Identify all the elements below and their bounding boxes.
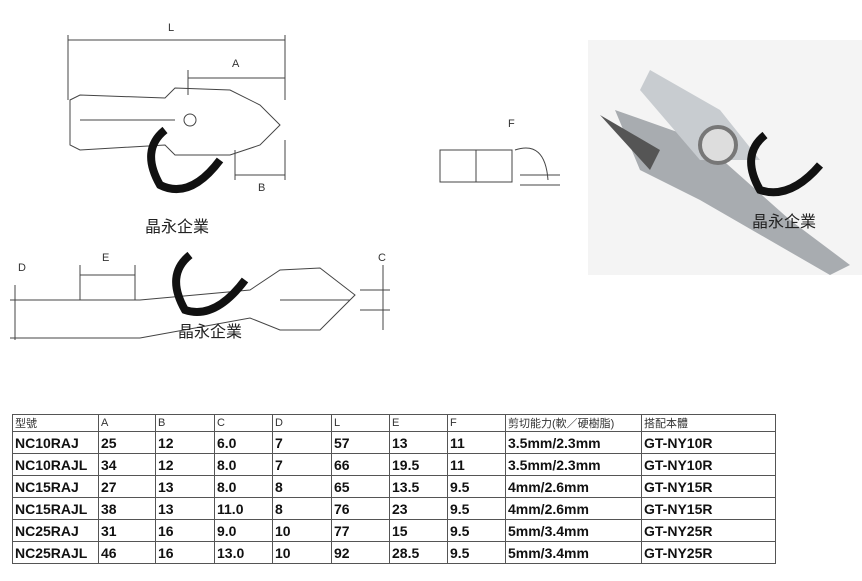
dim-label-b: B (258, 182, 266, 194)
table-cell: NC10RAJ (12, 431, 99, 454)
table-cell: 15 (389, 519, 448, 542)
table-cell: 9.5 (447, 519, 506, 542)
table-cell: 5mm/3.4mm (505, 519, 642, 542)
header-cell: L (331, 414, 390, 432)
technical-drawings (10, 35, 862, 340)
header-cell: A (98, 414, 156, 432)
dim-label-f: F (508, 118, 515, 130)
table-cell: 23 (389, 497, 448, 520)
table-cell: 92 (331, 541, 390, 564)
table-cell: 8.0 (214, 453, 273, 476)
table-cell: 34 (98, 453, 156, 476)
table-cell: 7 (272, 453, 332, 476)
table-cell: 11 (447, 453, 506, 476)
table-cell: 27 (98, 475, 156, 498)
watermark-text: 晶永企業 (178, 322, 243, 341)
header-cell: F (447, 414, 506, 432)
table-cell: NC15RAJ (12, 475, 99, 498)
table-cell: 38 (98, 497, 156, 520)
table-cell: 77 (331, 519, 390, 542)
table-cell: 3.5mm/2.3mm (505, 453, 642, 476)
table-cell: GT-NY25R (641, 541, 776, 564)
table-cell: 5mm/3.4mm (505, 541, 642, 564)
dim-label-l: L (168, 22, 175, 34)
header-cell: B (155, 414, 215, 432)
table-cell: 9.5 (447, 497, 506, 520)
table-cell: 4mm/2.6mm (505, 475, 642, 498)
table-cell: 13.5 (389, 475, 448, 498)
table-cell: GT-NY15R (641, 475, 776, 498)
table-cell: 9.5 (447, 475, 506, 498)
table-cell: GT-NY10R (641, 453, 776, 476)
watermark-text: 晶永企業 (752, 212, 817, 231)
table-cell: 7 (272, 431, 332, 454)
table-cell: 16 (155, 519, 215, 542)
table-cell: GT-NY10R (641, 431, 776, 454)
spec-table: 型號 A B C D L E F 剪切能力(軟／硬樹脂) 搭配本體 NC10RA… (12, 414, 776, 564)
dim-label-a: A (232, 58, 240, 70)
table-cell: 8 (272, 497, 332, 520)
table-cell: 13 (155, 475, 215, 498)
front-view-drawing (439, 147, 560, 186)
watermark-text: 晶永企業 (145, 217, 210, 236)
table-cell: 11 (447, 431, 506, 454)
table-cell: 10 (272, 519, 332, 542)
table-header-row: 型號 A B C D L E F 剪切能力(軟／硬樹脂) 搭配本體 (12, 414, 776, 432)
table-cell: 16 (155, 541, 215, 564)
header-cell: D (272, 414, 332, 432)
table-cell: 28.5 (389, 541, 448, 564)
table-cell: 76 (331, 497, 390, 520)
table-cell: 13 (155, 497, 215, 520)
header-cell: E (389, 414, 448, 432)
table-cell: 31 (98, 519, 156, 542)
logo-marks (147, 126, 824, 316)
side-view-drawing (10, 265, 390, 340)
header-cell: 型號 (12, 414, 99, 432)
header-cell: 剪切能力(軟／硬樹脂) (505, 414, 642, 432)
table-cell: 57 (331, 431, 390, 454)
table-cell: 8 (272, 475, 332, 498)
table-cell: GT-NY25R (641, 519, 776, 542)
header-cell: C (214, 414, 273, 432)
table-cell: 3.5mm/2.3mm (505, 431, 642, 454)
header-cell: 搭配本體 (641, 414, 776, 432)
dim-label-e: E (102, 252, 110, 264)
product-photo (588, 40, 862, 275)
table-cell: 9.0 (214, 519, 273, 542)
table-cell: 6.0 (214, 431, 273, 454)
table-cell: 65 (331, 475, 390, 498)
table-cell: NC25RAJL (12, 541, 99, 564)
table-cell: 10 (272, 541, 332, 564)
table-cell: 12 (155, 431, 215, 454)
table-cell: GT-NY15R (641, 497, 776, 520)
table-cell: 8.0 (214, 475, 273, 498)
table-cell: 9.5 (447, 541, 506, 564)
table-cell: 13.0 (214, 541, 273, 564)
table-cell: 66 (331, 453, 390, 476)
table-cell: 46 (98, 541, 156, 564)
dim-label-c: C (378, 252, 386, 264)
table-cell: NC10RAJL (12, 453, 99, 476)
dim-label-d: D (18, 262, 26, 274)
top-view-drawing (67, 35, 286, 180)
table-cell: 25 (98, 431, 156, 454)
table-cell: NC15RAJL (12, 497, 99, 520)
table-cell: 4mm/2.6mm (505, 497, 642, 520)
table-cell: 11.0 (214, 497, 273, 520)
table-cell: 12 (155, 453, 215, 476)
table-cell: 19.5 (389, 453, 448, 476)
table-cell: NC25RAJ (12, 519, 99, 542)
table-cell: 13 (389, 431, 448, 454)
